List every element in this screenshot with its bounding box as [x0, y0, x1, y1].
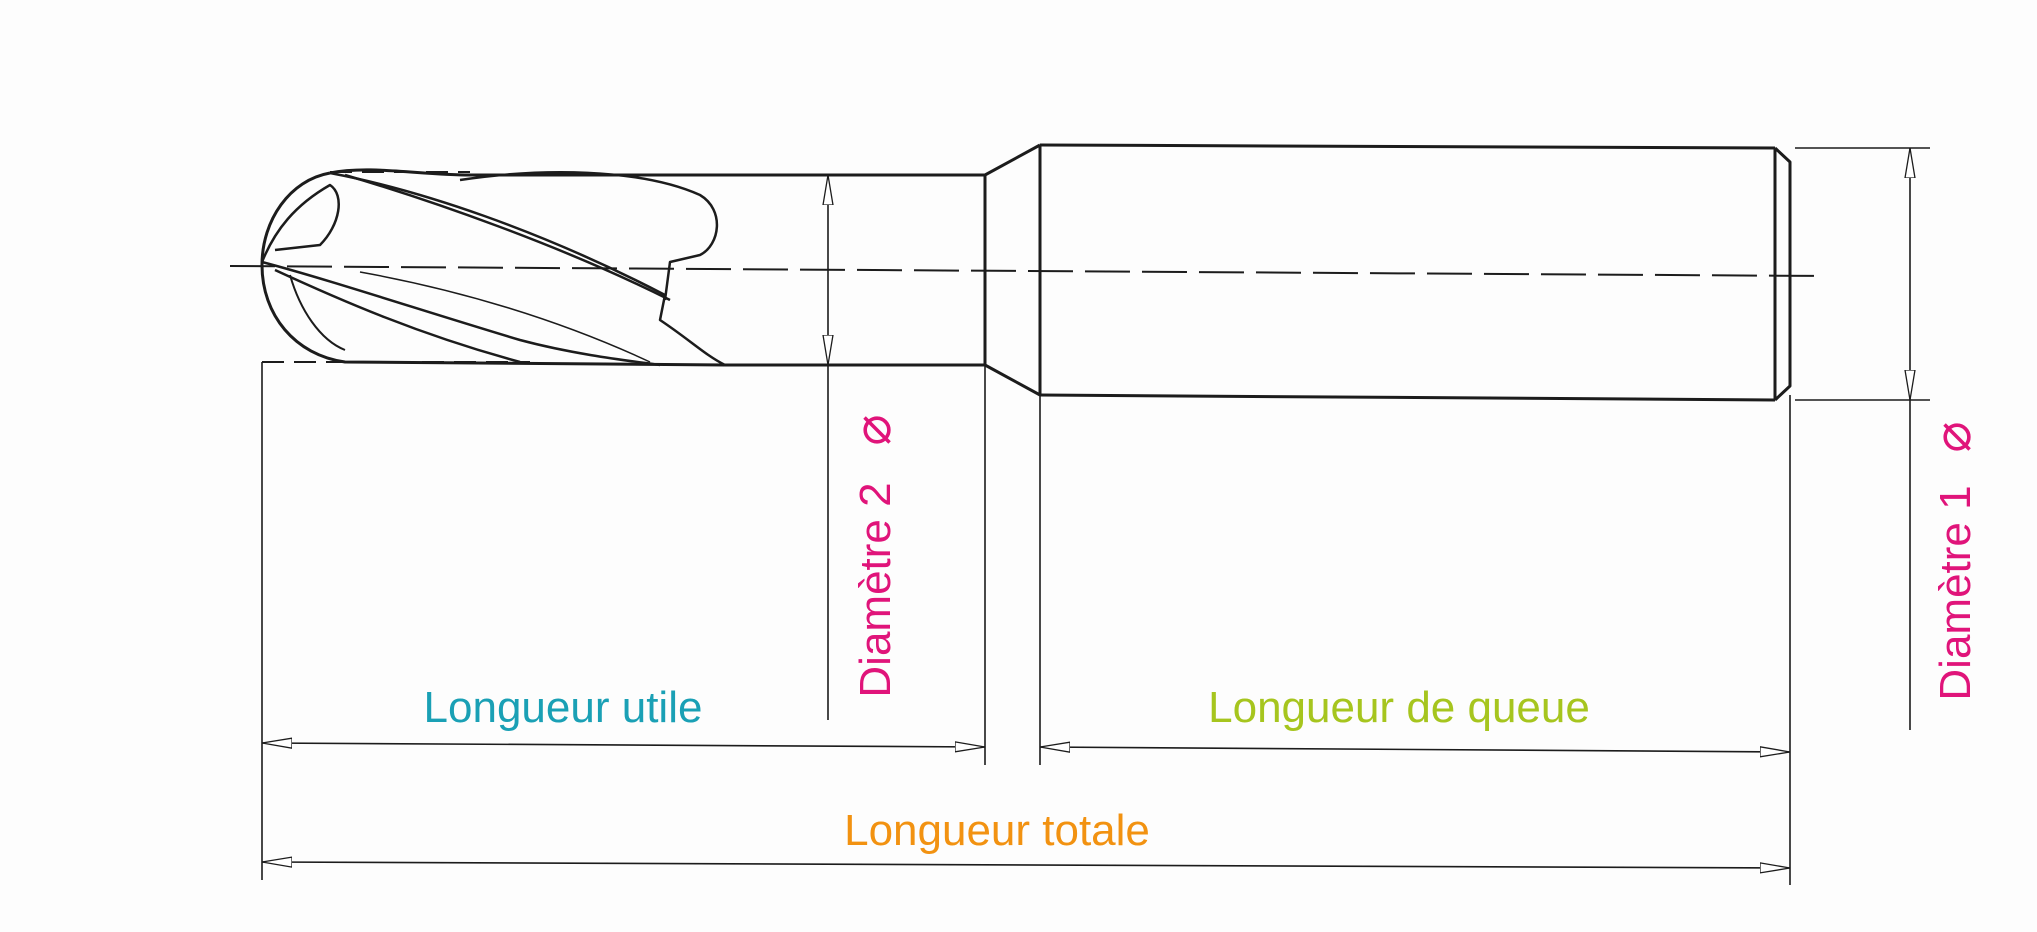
label-total-length: Longueur totale — [844, 806, 1150, 855]
flute-2 — [329, 171, 726, 367]
flute-5 — [274, 268, 521, 364]
shank-bottom-edge — [1039, 393, 1776, 402]
label-shank-length: Longueur de queue — [1208, 683, 1590, 732]
taper-bottom — [984, 363, 1041, 397]
label-useful-length: Longueur utile — [424, 683, 703, 732]
dimension-lines — [262, 148, 1910, 868]
diameter-1-symbol: ⌀ — [1923, 421, 1983, 452]
tangent-lines — [262, 171, 530, 363]
diameter-2-symbol: ⌀ — [843, 414, 903, 445]
nose-inner — [260, 183, 340, 263]
label-diameter-1: Diamètre 1 — [1931, 485, 1980, 700]
flute-3 — [344, 173, 671, 302]
label-diameter-2: Diamètre 2 — [851, 482, 900, 697]
flute-6 — [289, 274, 346, 351]
dim-useful-length — [262, 743, 985, 747]
dim-shank-length — [1040, 747, 1790, 752]
extension-lines — [261, 147, 1930, 885]
flute-4 — [261, 260, 661, 367]
chamfer-end — [1773, 146, 1792, 402]
flute-thin — [359, 271, 651, 363]
flute-heel — [459, 171, 719, 301]
center-line — [229, 265, 1826, 277]
taper-top — [984, 143, 1041, 177]
dim-total-length — [262, 862, 1790, 868]
shank-top-edge — [1039, 143, 1776, 150]
ball-nose — [260, 171, 726, 367]
